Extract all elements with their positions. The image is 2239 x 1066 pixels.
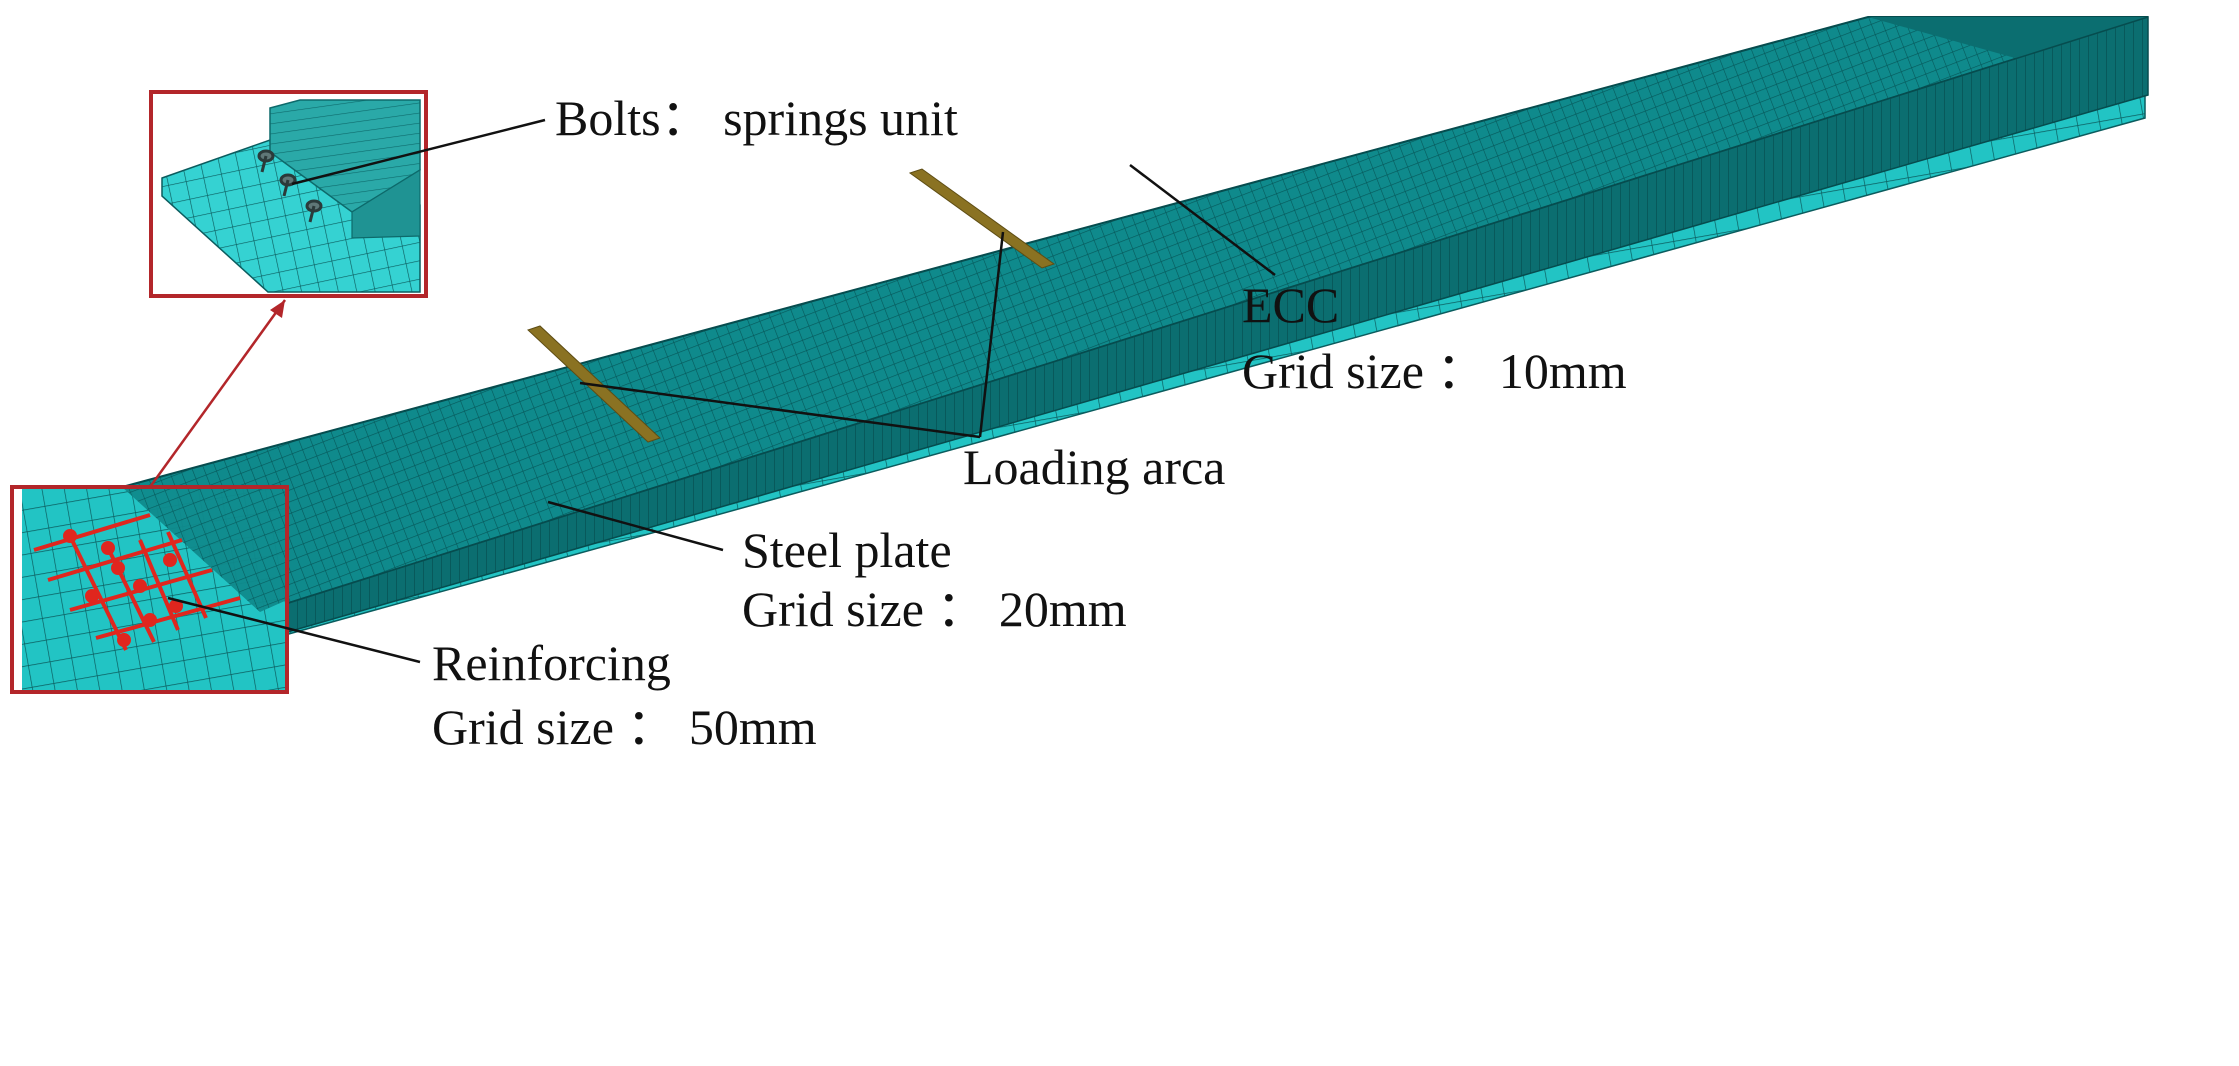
bolts-label: Bolts： springs unit	[555, 90, 958, 146]
bolt-shank-2	[282, 179, 290, 197]
steel-grid-size-label: Grid size ： 20mm	[742, 581, 1127, 637]
leader-lines	[167, 118, 1276, 664]
leader-bolts	[291, 118, 546, 186]
ecc-slab-3d	[119, 15, 2149, 642]
ecc-label: ECC	[1242, 277, 1339, 333]
ecc-grid-size-label: Grid size ： 10mm	[1242, 343, 1627, 399]
reinforcing-label: Reinforcing	[432, 635, 671, 691]
zoom-arrow-head	[270, 300, 285, 318]
reinforcement-zoom-frame	[10, 485, 289, 694]
steel-plate-label: Steel plate	[742, 522, 952, 578]
inset-ecc-side	[351, 168, 421, 239]
bolt-shank-3	[308, 205, 316, 223]
leader-loading-1	[579, 381, 981, 439]
loading-area-label: Loading arca	[963, 439, 1225, 495]
bolt-shank-1	[260, 155, 268, 173]
reinforcement-detail	[22, 487, 287, 690]
leader-loading-2	[978, 231, 1005, 438]
inset-bolts	[257, 149, 323, 223]
bolt-inset	[149, 90, 428, 298]
rebar-lines	[33, 513, 241, 651]
leader-steel	[547, 500, 724, 552]
ecc-cut-face	[122, 487, 287, 612]
leader-reinforcing	[167, 596, 421, 664]
reinforcing-grid-size-label: Grid size ： 50mm	[432, 699, 817, 755]
zoom-arrow-line	[148, 299, 287, 488]
loading-bar-2	[908, 168, 1056, 269]
leader-ecc	[1129, 164, 1276, 276]
